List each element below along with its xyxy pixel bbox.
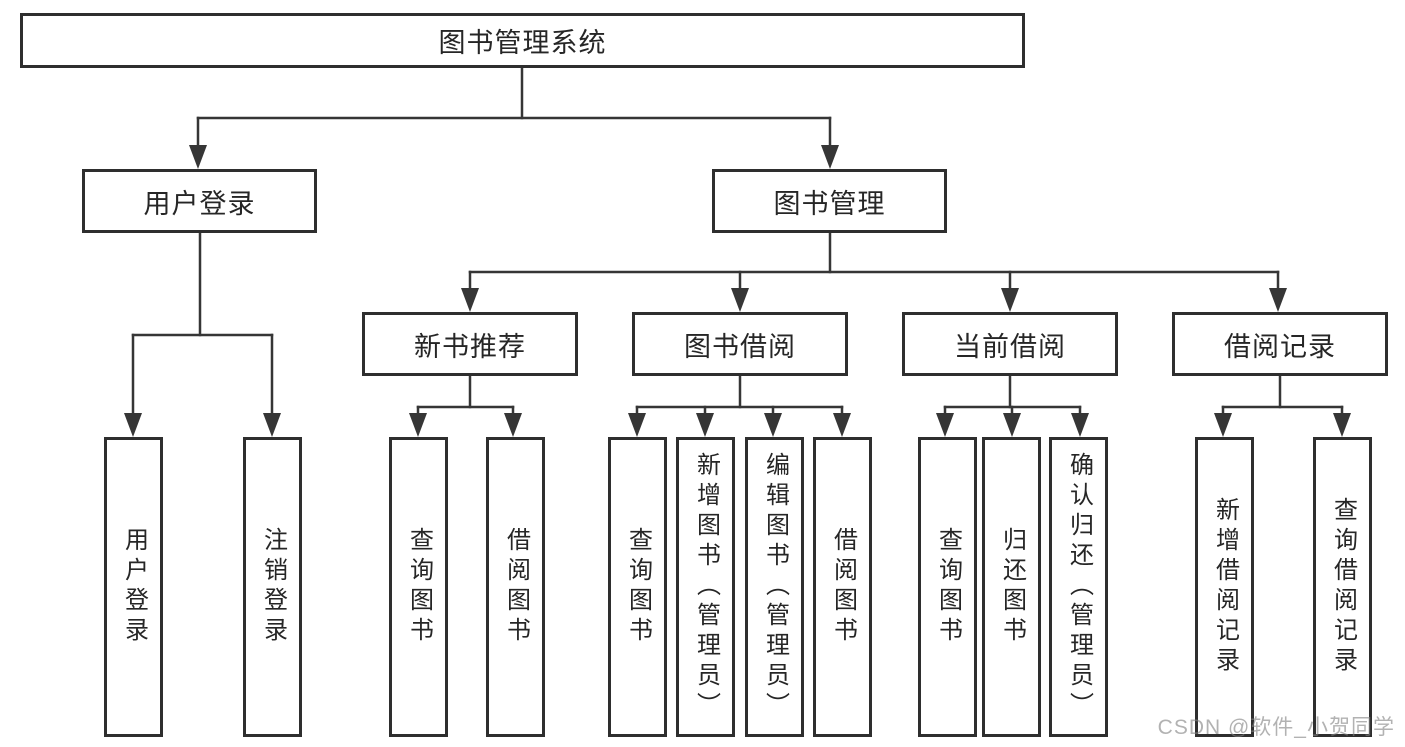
leaf-label: 编辑图书（管理员）: [761, 452, 789, 722]
arrowhead-down-icon: [731, 288, 749, 312]
arrowhead-down-icon: [696, 413, 714, 437]
leaf-label: 查询图书: [934, 527, 962, 647]
leaf-confirm-return-admin: 确认归还（管理员）: [1049, 437, 1108, 737]
arrowhead-down-icon: [1003, 413, 1021, 437]
leaf-label: 查询图书: [624, 527, 652, 647]
leaf-logout: 注销登录: [243, 437, 302, 737]
leaf-label: 借阅图书: [829, 527, 857, 647]
leaf-add-books-admin: 新增图书（管理员）: [676, 437, 735, 737]
leaf-label: 查询借阅记录: [1329, 497, 1357, 677]
leaf-query-borrow-record: 查询借阅记录: [1313, 437, 1372, 737]
arrowhead-down-icon: [1001, 288, 1019, 312]
arrowhead-down-icon: [1333, 413, 1351, 437]
node-label: 新书推荐: [414, 331, 526, 362]
leaf-return-books: 归还图书: [982, 437, 1041, 737]
node-new-book-recommendation: 新书推荐: [362, 312, 578, 376]
leaf-label: 新增借阅记录: [1211, 497, 1239, 677]
arrowhead-down-icon: [764, 413, 782, 437]
leaf-query-books-borrow: 查询图书: [608, 437, 667, 737]
node-user-login-branch: 用户登录: [82, 169, 317, 233]
leaf-edit-books-admin: 编辑图书（管理员）: [745, 437, 804, 737]
leaf-label: 归还图书: [998, 527, 1026, 647]
leaf-query-books-current: 查询图书: [918, 437, 977, 737]
leaf-label: 借阅图书: [502, 527, 530, 647]
leaf-query-books-recommend: 查询图书: [389, 437, 448, 737]
arrowhead-down-icon: [461, 288, 479, 312]
node-book-management-branch: 图书管理: [712, 169, 947, 233]
leaf-label: 新增图书（管理员）: [692, 452, 720, 722]
arrowhead-down-icon: [189, 145, 207, 169]
leaf-add-borrow-record: 新增借阅记录: [1195, 437, 1254, 737]
arrowhead-down-icon: [504, 413, 522, 437]
arrowhead-down-icon: [1214, 413, 1232, 437]
leaf-borrow-books-recommend: 借阅图书: [486, 437, 545, 737]
arrowhead-down-icon: [409, 413, 427, 437]
node-library-management-system: 图书管理系统: [20, 13, 1025, 68]
leaf-label: 确认归还（管理员）: [1065, 452, 1093, 722]
leaf-label: 查询图书: [405, 527, 433, 647]
arrowhead-down-icon: [124, 413, 142, 437]
arrowhead-down-icon: [1071, 413, 1089, 437]
node-current-borrowing: 当前借阅: [902, 312, 1118, 376]
csdn-watermark: CSDN @软件_小贺同学: [1157, 716, 1395, 739]
node-label: 用户登录: [143, 188, 256, 219]
leaf-borrow-books: 借阅图书: [813, 437, 872, 737]
leaf-label: 注销登录: [259, 527, 287, 647]
node-label: 图书管理: [773, 188, 886, 219]
arrowhead-down-icon: [821, 145, 839, 169]
node-borrowing-records: 借阅记录: [1172, 312, 1388, 376]
node-label: 图书管理系统: [438, 28, 607, 58]
arrowhead-down-icon: [833, 413, 851, 437]
arrowhead-down-icon: [263, 413, 281, 437]
arrowhead-down-icon: [1269, 288, 1287, 312]
node-label: 借阅记录: [1224, 331, 1336, 362]
node-label: 当前借阅: [954, 331, 1066, 362]
leaf-label: 用户登录: [120, 527, 148, 647]
node-label: 图书借阅: [684, 331, 796, 362]
leaf-user-login: 用户登录: [104, 437, 163, 737]
arrowhead-down-icon: [628, 413, 646, 437]
arrowhead-down-icon: [936, 413, 954, 437]
node-book-borrowing: 图书借阅: [632, 312, 848, 376]
